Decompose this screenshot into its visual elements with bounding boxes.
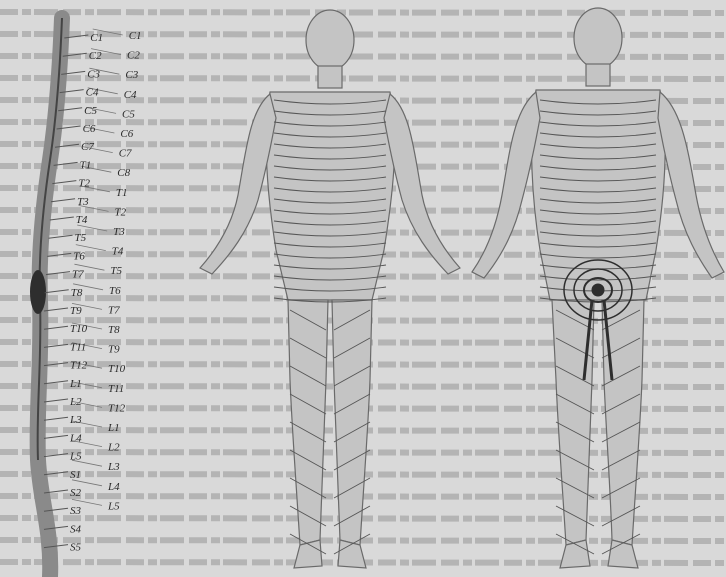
back-neck — [586, 64, 610, 86]
back-head — [574, 8, 622, 68]
back-right-arm — [658, 92, 724, 278]
back-right-foot — [608, 540, 638, 568]
back-left-arm — [472, 92, 540, 278]
